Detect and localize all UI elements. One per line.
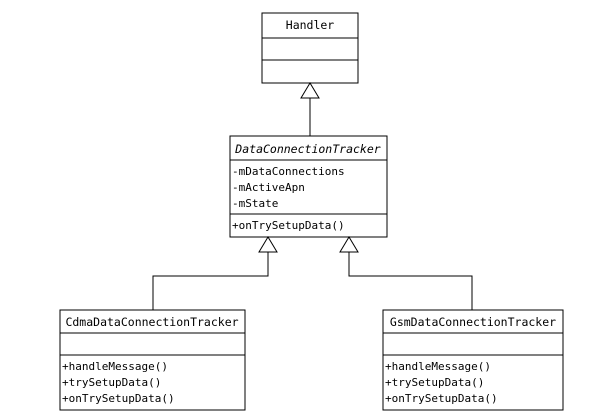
- generalization-gsm-to-dct: [339, 236, 473, 310]
- method-handlemessage: +handleMessage(): [385, 360, 491, 373]
- attribute-mactiveapn: -mActiveApn: [232, 181, 305, 194]
- class-name-gsm-data-connection-tracker: GsmDataConnectionTracker: [390, 315, 556, 329]
- inheritance-arrow-icon: [339, 236, 359, 253]
- attribute-mstate: -mState: [232, 197, 278, 210]
- attribute-mdataconnections: -mDataConnections: [232, 165, 345, 178]
- method-trysetupdata: +trySetupData(): [62, 376, 161, 389]
- method-trysetupdata: +trySetupData(): [385, 376, 484, 389]
- generalization-cdma-to-dct: [152, 236, 278, 310]
- inheritance-arrow-icon: [258, 236, 278, 253]
- class-name-cdma-data-connection-tracker: CdmaDataConnectionTracker: [65, 315, 238, 329]
- class-name-handler: Handler: [286, 18, 335, 32]
- method-ontrysetupdata: +onTrySetupData(): [385, 392, 498, 405]
- class-handler[interactable]: Handler: [261, 12, 359, 84]
- class-gsm-data-connection-tracker[interactable]: GsmDataConnectionTracker +handleMessage(…: [382, 309, 564, 411]
- method-ontrysetupdata: +onTrySetupData(): [232, 219, 345, 232]
- class-data-connection-tracker[interactable]: DataConnectionTracker -mDataConnections …: [229, 135, 388, 238]
- class-name-data-connection-tracker: DataConnectionTracker: [234, 142, 380, 156]
- generalization-dct-to-handler: [300, 82, 320, 136]
- method-handlemessage: +handleMessage(): [62, 360, 168, 373]
- method-ontrysetupdata: +onTrySetupData(): [62, 392, 175, 405]
- class-cdma-data-connection-tracker[interactable]: CdmaDataConnectionTracker +handleMessage…: [59, 309, 246, 411]
- inheritance-arrow-icon: [300, 82, 320, 99]
